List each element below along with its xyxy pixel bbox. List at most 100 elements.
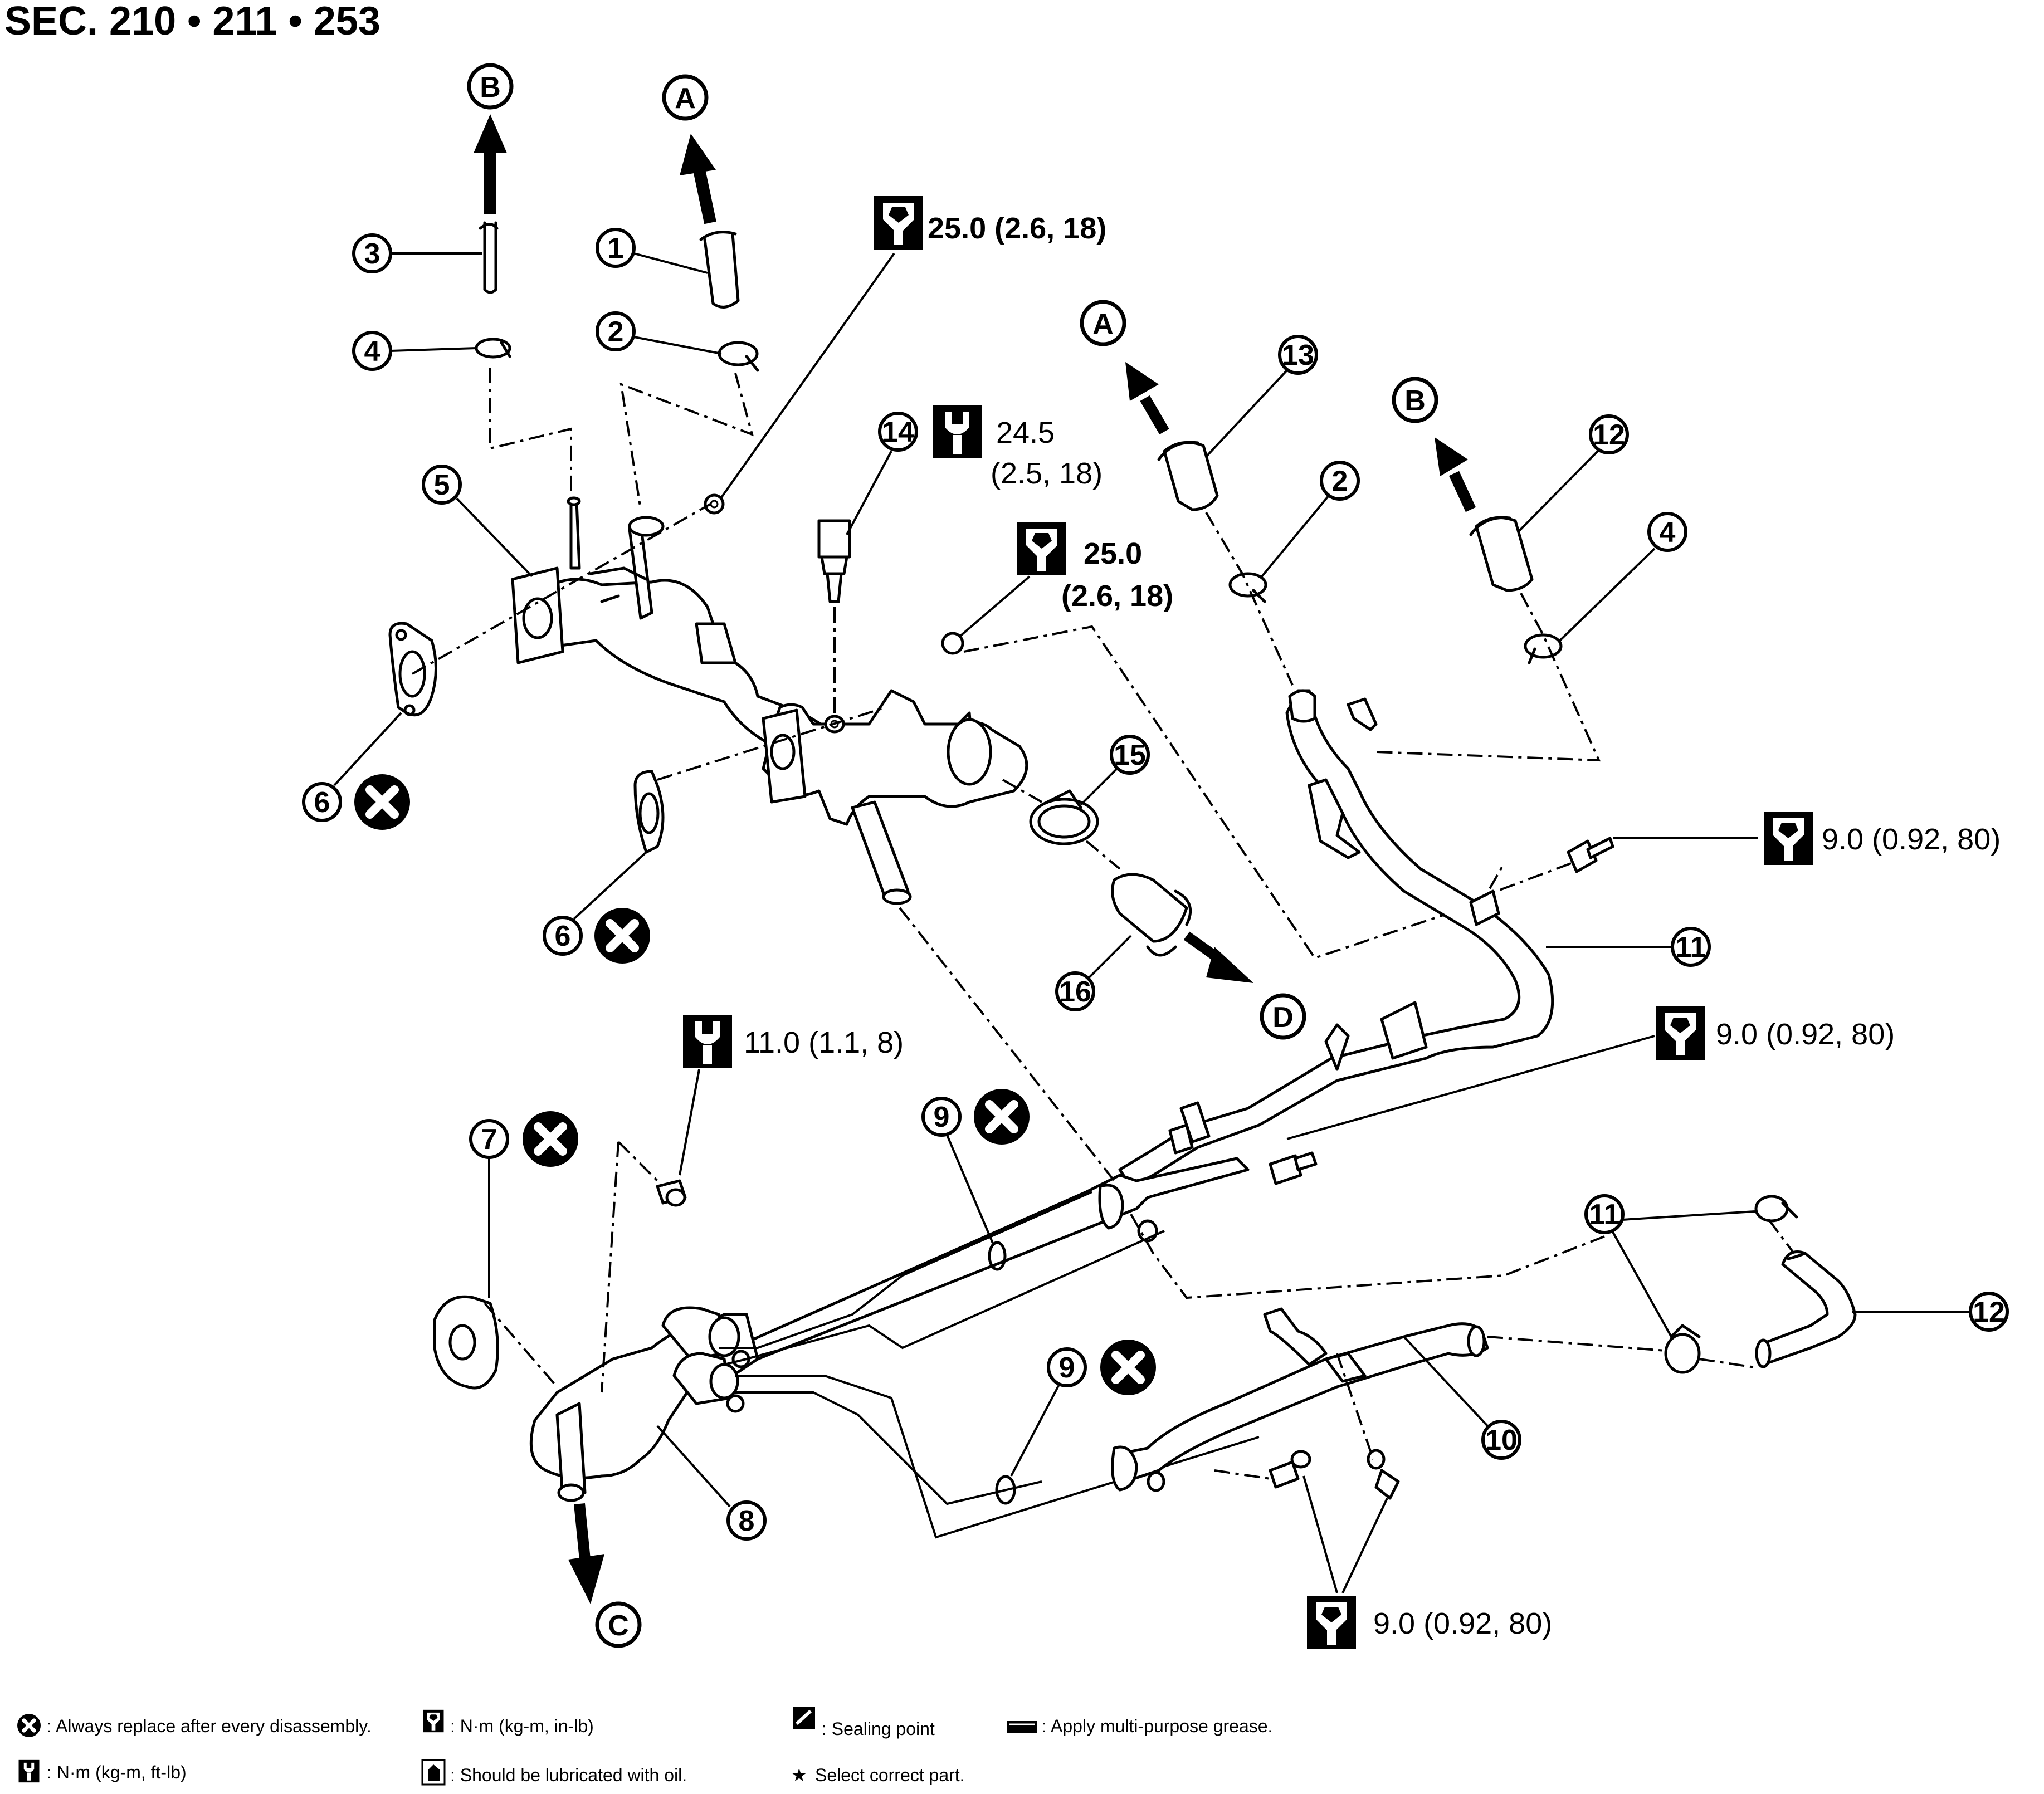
legend: : Always replace after every disassembly… xyxy=(17,1707,1272,1786)
svg-text:16: 16 xyxy=(1059,976,1091,1008)
legend-nm-in: : N·m (kg-m, in-lb) xyxy=(423,1709,594,1736)
hose-14 xyxy=(1469,516,1534,592)
svg-text:15: 15 xyxy=(1114,739,1146,771)
svg-text:10: 10 xyxy=(1485,1424,1518,1456)
connector-d: D xyxy=(1183,931,1306,1040)
legend-grease: : Apply multi-purpose grease. xyxy=(1007,1716,1272,1736)
svg-text:Select correct part.: Select correct part. xyxy=(815,1765,965,1785)
clamp-4-left xyxy=(475,338,511,359)
callout-10: 10 xyxy=(1403,1336,1521,1460)
torque-spec-3: 25.0 (2.6, 18) xyxy=(941,522,1173,655)
connector-b-right: B xyxy=(1392,377,1476,512)
star-icon: ★ xyxy=(791,1765,807,1785)
legend-sealing: : Sealing point xyxy=(793,1707,935,1739)
temperature-sensor-16 xyxy=(817,519,851,718)
svg-text:14: 14 xyxy=(882,416,914,448)
socket-wrench-icon xyxy=(423,1709,444,1733)
socket-wrench-icon xyxy=(1656,1006,1705,1060)
callout-4-left: 4 xyxy=(352,331,477,371)
svg-text:6: 6 xyxy=(314,786,330,819)
svg-text:25.0 (2.6, 18): 25.0 (2.6, 18) xyxy=(928,212,1106,245)
gasket-6-upper xyxy=(388,622,437,717)
wrench-icon xyxy=(933,405,982,458)
callout-15: 13 xyxy=(1205,335,1318,458)
legend-replace: : Always replace after every disassembly… xyxy=(17,1714,372,1737)
callout-1: 1 xyxy=(596,228,708,274)
callout-18: 16 xyxy=(1055,935,1132,1011)
gasket-6-lower xyxy=(633,770,665,854)
svg-text:2: 2 xyxy=(1332,465,1348,497)
legend-nm-ft: : N·m (kg-m, ft-lb) xyxy=(18,1759,187,1783)
callout-17: 15 xyxy=(1080,735,1150,806)
svg-text:: Should be lubricated with oi: : Should be lubricated with oil. xyxy=(450,1765,687,1785)
connector-b-top: B xyxy=(467,63,514,214)
callout-6-upper: 6 xyxy=(302,712,410,830)
svg-text:24.5: 24.5 xyxy=(996,416,1055,449)
callout-9-lower: 9 xyxy=(1010,1340,1156,1477)
clamp-4-right xyxy=(1524,633,1563,664)
callout-5: 5 xyxy=(422,465,533,578)
thermostat-housing xyxy=(762,689,1028,905)
svg-text:A: A xyxy=(1092,308,1114,340)
clamp-11-upper xyxy=(1754,1195,1798,1223)
callout-11: 11 xyxy=(1584,1194,1755,1337)
callout-4-right: 4 xyxy=(1559,512,1687,642)
callout-2-right: 2 xyxy=(1261,461,1360,578)
svg-text:3: 3 xyxy=(364,238,380,270)
callout-13: 11 xyxy=(1546,927,1711,967)
svg-text:12: 12 xyxy=(1593,419,1625,451)
svg-text:7: 7 xyxy=(481,1123,497,1156)
connector-a-top: A xyxy=(662,74,716,224)
connector-c: C xyxy=(568,1503,642,1648)
svg-text:(2.6, 18): (2.6, 18) xyxy=(1061,579,1173,613)
svg-text:9.0 (0.92, 80): 9.0 (0.92, 80) xyxy=(1716,1018,1895,1051)
svg-text:9.0 (0.92, 80): 9.0 (0.92, 80) xyxy=(1822,823,2001,856)
replace-x-icon xyxy=(354,774,410,830)
svg-text:A: A xyxy=(675,82,696,115)
o-ring-9-upper xyxy=(988,1241,1007,1271)
callout-7: 7 xyxy=(469,1111,578,1298)
torque-spec-5: 9.0 (0.92, 80) xyxy=(1286,1006,1895,1140)
torque-spec-7: 9.0 (0.92, 80) xyxy=(1302,1475,1552,1649)
water-fitting-8 xyxy=(529,1306,759,1502)
svg-text:C: C xyxy=(608,1610,629,1642)
connector-a-right: A xyxy=(1080,300,1169,435)
clamp-11-lower xyxy=(1664,1324,1701,1374)
callout-8: 8 xyxy=(656,1425,767,1541)
hose-1 xyxy=(699,231,740,309)
svg-text:B: B xyxy=(1404,385,1426,417)
svg-text:4: 4 xyxy=(1660,516,1676,549)
svg-text:8: 8 xyxy=(739,1505,755,1537)
svg-text:: N·m (kg-m, ft-lb): : N·m (kg-m, ft-lb) xyxy=(47,1762,187,1782)
o-ring-9-lower xyxy=(995,1475,1016,1505)
svg-text:(2.5, 18): (2.5, 18) xyxy=(991,457,1103,490)
svg-text:: Always replace after every d: : Always replace after every disassembly… xyxy=(47,1716,372,1736)
hose-18 xyxy=(1111,873,1192,957)
svg-text:1: 1 xyxy=(608,232,624,265)
clamp-2-right xyxy=(1228,572,1267,603)
socket-wrench-icon xyxy=(1307,1596,1356,1649)
bolt-lower-mid xyxy=(1269,1151,1318,1185)
svg-text:12: 12 xyxy=(1973,1296,2005,1328)
wrench-icon xyxy=(18,1759,40,1783)
socket-wrench-icon xyxy=(1764,812,1813,865)
replace-x-icon xyxy=(594,908,650,964)
replace-x-icon xyxy=(974,1089,1030,1145)
hose-15 xyxy=(1157,441,1219,511)
replace-x-icon xyxy=(523,1111,578,1167)
hose-3 xyxy=(479,221,499,294)
socket-wrench-icon xyxy=(874,196,923,250)
svg-text:2: 2 xyxy=(608,316,624,348)
section-header: SEC. 210 • 211 • 253 xyxy=(4,0,380,43)
svg-text:: Sealing point: : Sealing point xyxy=(822,1719,935,1739)
svg-text:13: 13 xyxy=(1282,339,1314,371)
gasket-7 xyxy=(433,1295,499,1390)
legend-select: ★ Select correct part. xyxy=(791,1765,965,1785)
bolt-pipe-13 xyxy=(1567,837,1614,873)
callout-9-upper: 9 xyxy=(921,1089,1030,1244)
torque-spec-4: 9.0 (0.92, 80) xyxy=(1613,812,2001,865)
torque-spec-1: 25.0 (2.6, 18) xyxy=(718,196,1106,502)
socket-wrench-icon xyxy=(1017,522,1066,575)
svg-text:9: 9 xyxy=(1059,1352,1075,1384)
lower-pipe-upper xyxy=(745,1101,1250,1361)
